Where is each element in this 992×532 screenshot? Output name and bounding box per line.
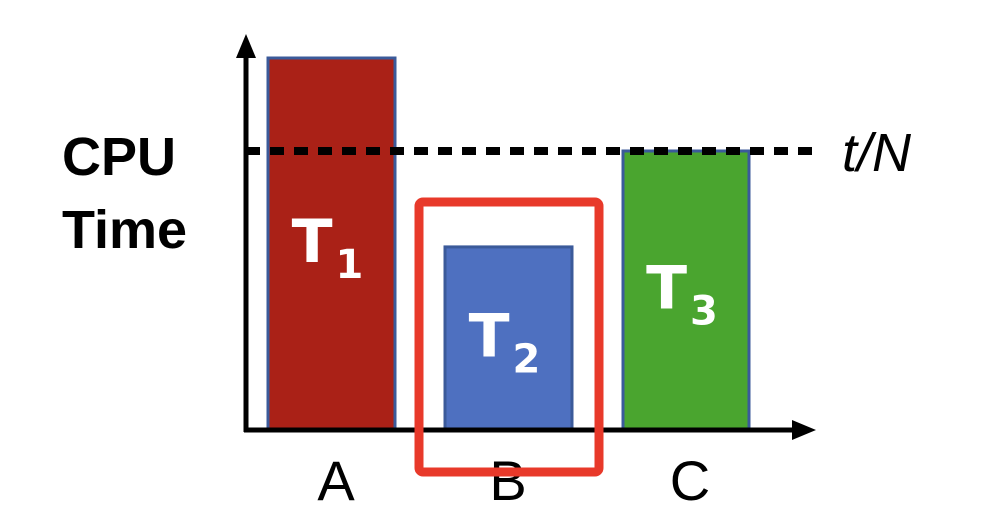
reference-line-group: t/N: [246, 123, 912, 183]
category-labels: A B C: [317, 449, 710, 512]
reference-line-label: t/N: [842, 123, 912, 183]
bar-label-b: T2: [469, 301, 541, 382]
x-tick-label-b: B: [489, 449, 526, 512]
bar-label-c: T3: [646, 254, 718, 335]
y-axis-label-line-2: Time: [62, 200, 187, 260]
highlight-box-b: [414, 197, 604, 477]
y-axis-label: CPU Time: [62, 127, 187, 260]
x-axis-arrow-icon: [792, 420, 816, 440]
y-axis-label-line-1: CPU: [62, 127, 176, 187]
highlight-group: [414, 197, 604, 477]
y-axis-arrow-icon: [236, 34, 256, 58]
bar-label-a: T1: [292, 207, 364, 288]
x-tick-label-c: C: [670, 449, 710, 512]
x-tick-label-a: A: [317, 449, 355, 512]
bar-b: [443, 245, 574, 432]
axes: [236, 34, 816, 440]
bar-a: [266, 56, 397, 432]
